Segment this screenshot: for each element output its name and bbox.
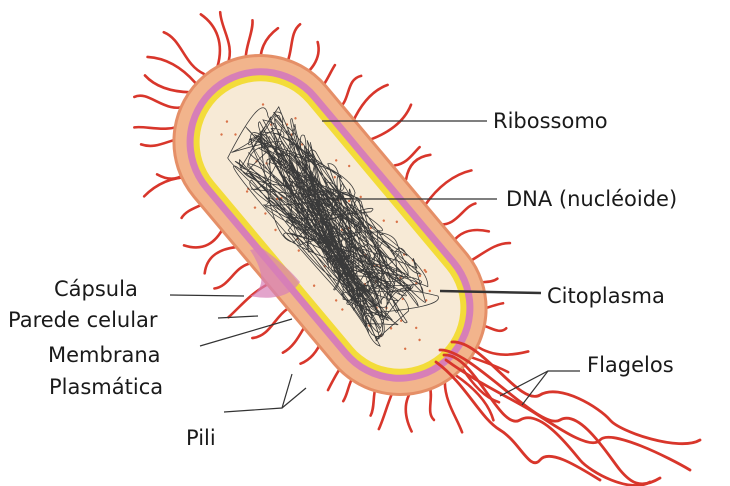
label-citoplasma: Citoplasma — [547, 284, 665, 308]
flagelos-leader-2 — [522, 371, 548, 405]
label-flagelos: Flagelos — [587, 353, 674, 377]
pilus — [395, 146, 421, 169]
label-capsula: Cápsula — [54, 277, 138, 301]
bacterial-cell — [61, 0, 603, 486]
membrana-leader — [200, 319, 292, 346]
label-pili: Pili — [186, 426, 216, 450]
pili-leader — [224, 374, 292, 412]
parede-leader — [218, 316, 258, 318]
pilus — [148, 44, 196, 96]
pilus — [431, 383, 477, 433]
pilus — [164, 30, 204, 77]
pilus — [401, 151, 432, 179]
pilus — [214, 262, 248, 291]
pilus — [423, 165, 472, 208]
label-membrana: Membrana — [48, 343, 161, 367]
label-plasmatica: Plasmática — [49, 375, 163, 399]
pilus — [370, 105, 414, 144]
pilus — [347, 83, 392, 123]
label-ribossomo: Ribossomo — [493, 109, 608, 133]
pili-leader-2 — [282, 388, 306, 408]
capsula-leader — [170, 295, 244, 296]
label-dna-nucleoide: DNA (nucléoide) — [506, 187, 677, 211]
label-parede-celular: Parede celular — [8, 308, 158, 332]
